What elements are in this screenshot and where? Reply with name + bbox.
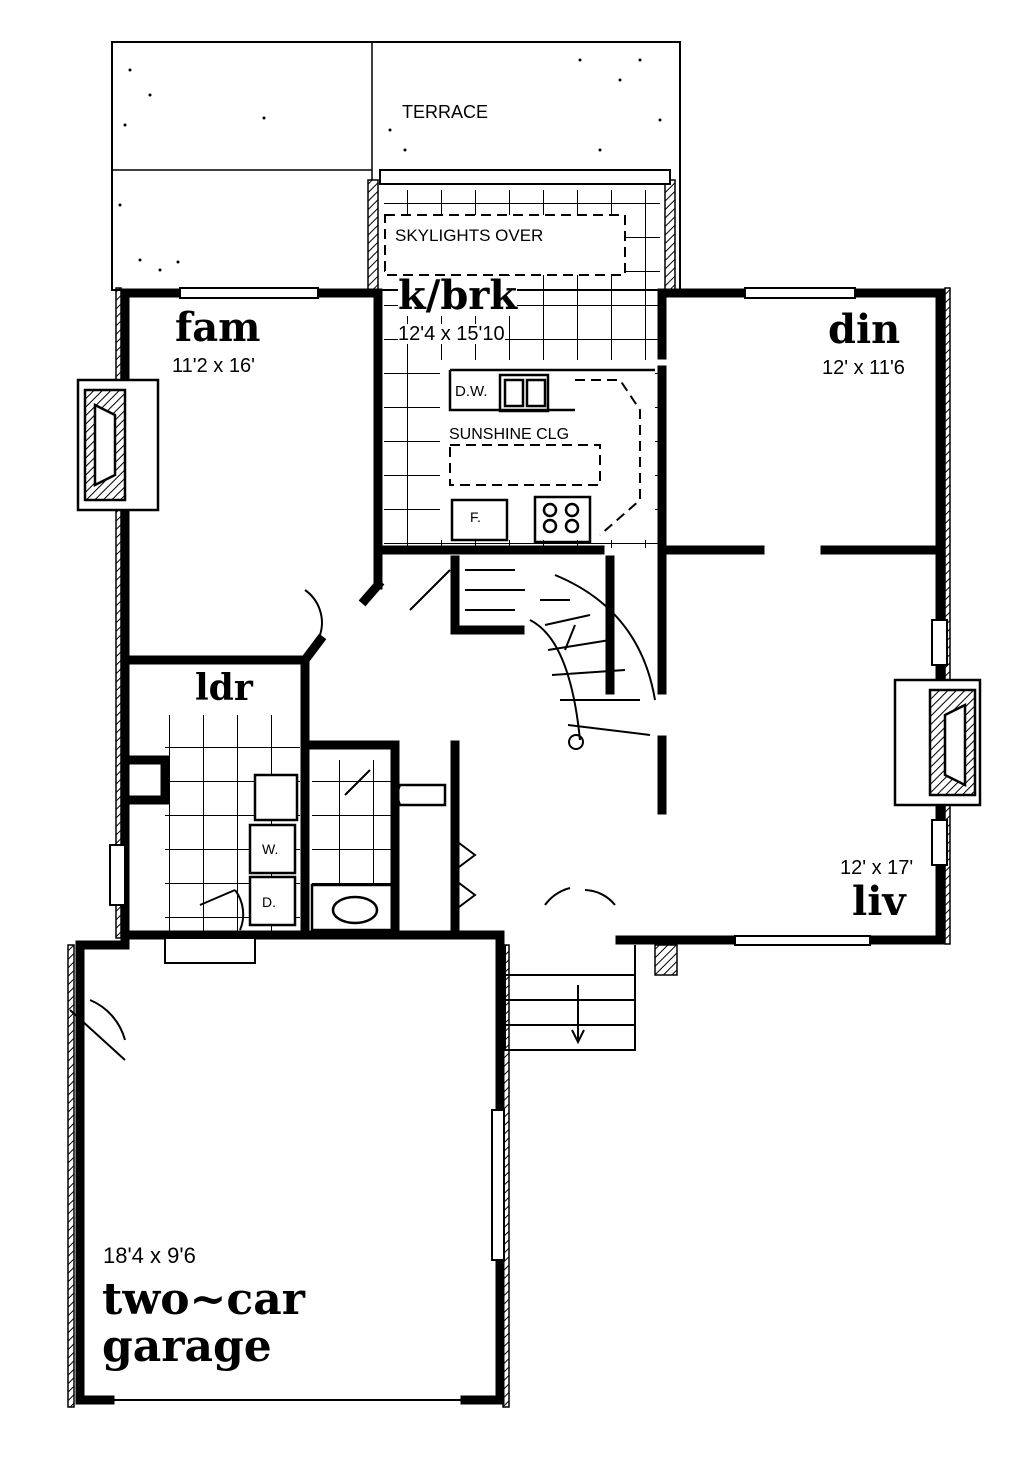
walls bbox=[75, 288, 945, 1405]
kitchen-size: 12'4 x 15'10 bbox=[398, 323, 505, 345]
curved-staircase bbox=[465, 569, 656, 750]
skylights-label: SKYLIGHTS OVER bbox=[395, 226, 544, 245]
family-size: 11'2 x 16' bbox=[172, 355, 255, 377]
fireplace-living bbox=[893, 678, 982, 807]
terrace-label: TERRACE bbox=[402, 102, 489, 122]
skylights-outline bbox=[384, 214, 626, 276]
sunshine-ceiling-label: SUNSHINE CLG bbox=[449, 426, 570, 443]
laundry-appliances bbox=[248, 773, 447, 932]
kitchen-name: k/brk bbox=[398, 272, 518, 319]
family-name: fam bbox=[175, 304, 261, 351]
living-name: liv bbox=[852, 878, 906, 925]
laundry-name: ldr bbox=[195, 667, 253, 709]
living-size: 12' x 17' bbox=[840, 857, 914, 879]
fireplace-family bbox=[76, 378, 160, 512]
garage-name-line1: two~car bbox=[102, 1274, 305, 1325]
windows bbox=[109, 169, 948, 1261]
fridge-label: F. bbox=[470, 509, 481, 525]
entry-steps bbox=[504, 945, 636, 1051]
dishwasher-label: D.W. bbox=[455, 383, 488, 400]
doors bbox=[69, 569, 616, 1061]
kitchen-counters bbox=[448, 368, 655, 544]
dining-name: din bbox=[828, 306, 901, 353]
garage-name-line2: garage bbox=[102, 1321, 272, 1372]
bath-tile-floor bbox=[312, 760, 397, 885]
dryer-label: D. bbox=[262, 894, 276, 910]
dining-size: 12' x 11'6 bbox=[822, 357, 905, 379]
washer-label: W. bbox=[262, 841, 279, 857]
garage-size: 18'4 x 9'6 bbox=[103, 1243, 196, 1268]
